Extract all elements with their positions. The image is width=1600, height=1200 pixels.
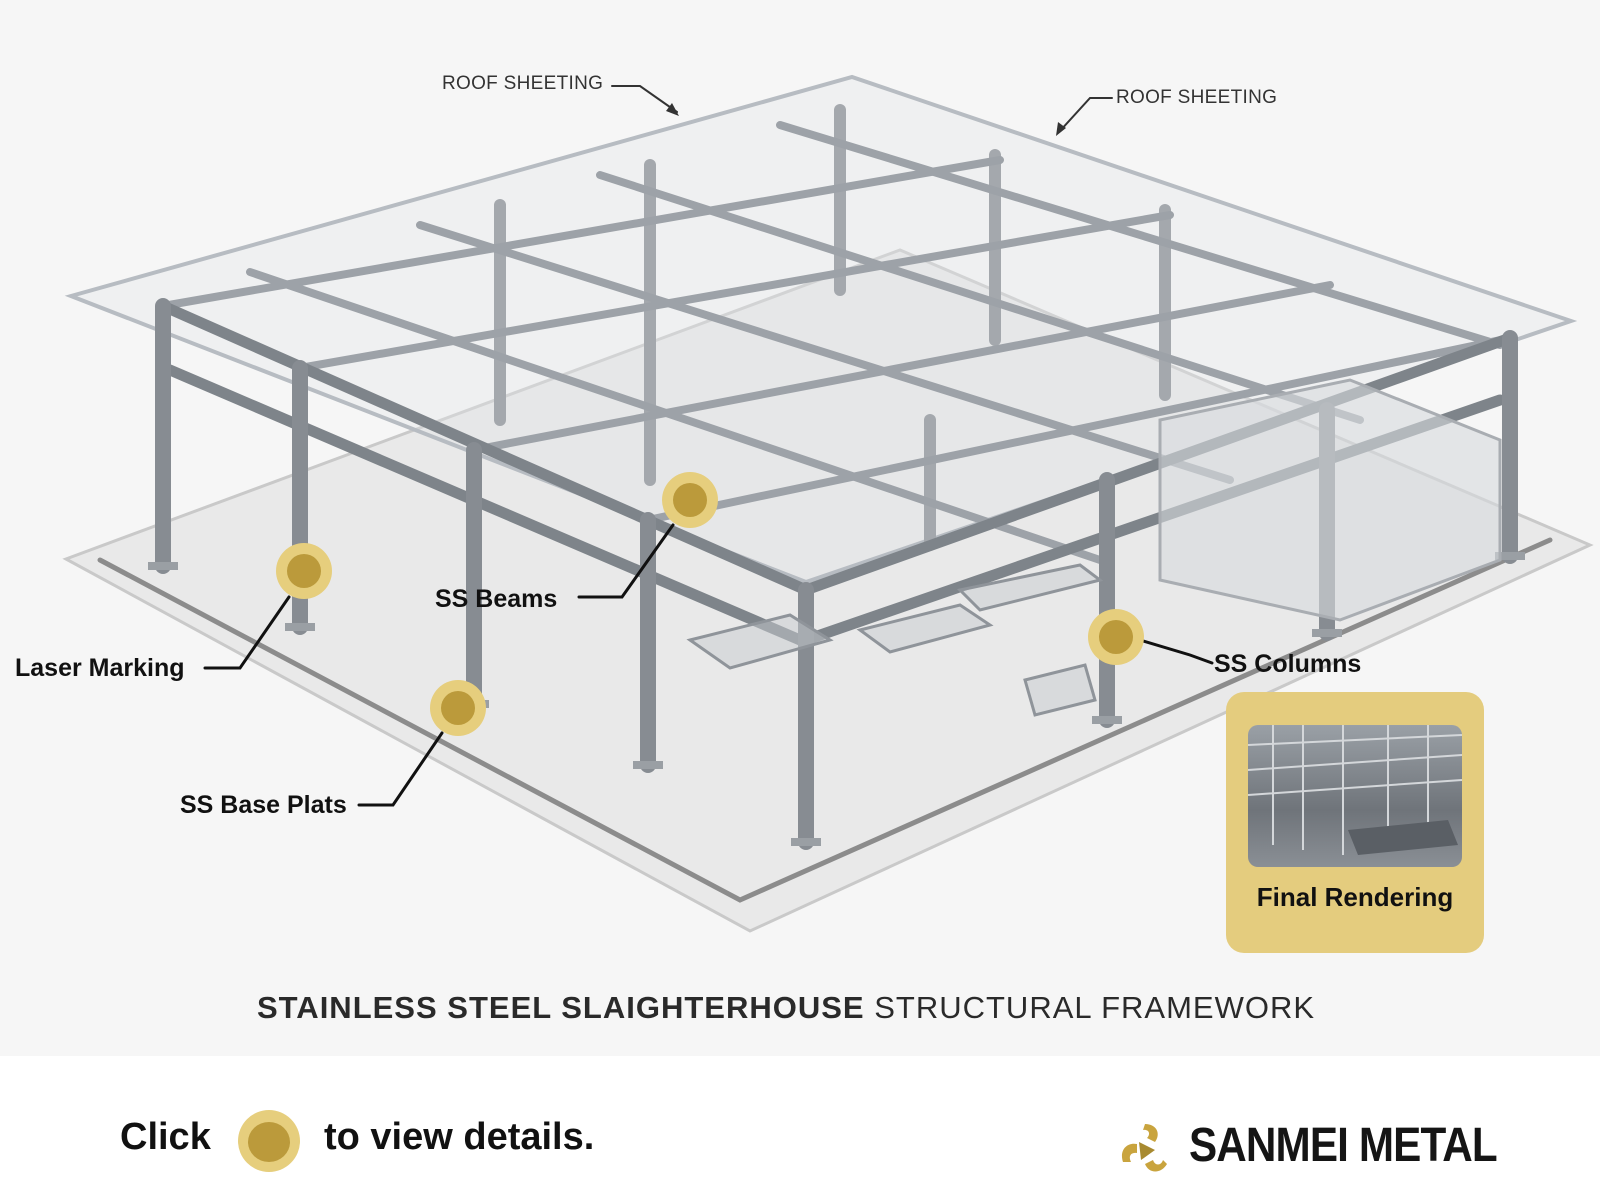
final-rendering-thumbnail (1248, 725, 1462, 867)
leader-ss-beams (577, 523, 675, 599)
brand-name: SANMEI METAL (1189, 1119, 1498, 1172)
hotspot-dot (441, 691, 475, 725)
framework-diagram: ROOF SHEETING ROOF SHEETING Laser Markin… (15, 73, 1594, 1026)
roof-sheeting-label-right: ROOF SHEETING (1116, 87, 1278, 108)
roof-arrow-right (1058, 97, 1113, 133)
hotspot-ss-beams[interactable] (662, 472, 718, 528)
building-framework-illustration (62, 74, 1594, 933)
title-regular-part: STRUCTURAL FRAMEWORK (874, 990, 1316, 1025)
hotspot-ss-base-plates[interactable] (430, 680, 486, 736)
hotspot-legend-icon (238, 1110, 300, 1172)
hotspot-dot (287, 554, 321, 588)
hint-view-details: to view details. (324, 1116, 595, 1158)
callout-ss-base-plates: SS Base Plats (180, 791, 347, 819)
leader-laser-marking (203, 595, 291, 670)
hotspot-dot (1099, 620, 1133, 654)
callout-laser-marking: Laser Marking (15, 654, 185, 682)
title-bold-part: STAINLESS STEEL SLAIGHTERHOUSE (257, 990, 865, 1025)
hotspot-dot (673, 483, 707, 517)
diagram-title: STAINLESS STEEL SLAIGHTERHOUSE STRUCTURA… (257, 990, 1315, 1026)
roof-arrow-left (611, 85, 678, 113)
callout-ss-beams: SS Beams (435, 585, 558, 613)
callout-ss-columns: SS Columns (1214, 650, 1362, 678)
final-rendering-label: Final Rendering (1256, 882, 1454, 912)
leader-ss-columns (1138, 638, 1214, 665)
hint-click: Click (120, 1116, 211, 1158)
hotspot-ss-columns[interactable] (1088, 609, 1144, 665)
leader-ss-base-plates (357, 731, 444, 807)
sanmei-logo-icon (1121, 1124, 1167, 1172)
drain-channel (97, 537, 1553, 903)
hotspot-laser-marking[interactable] (276, 543, 332, 599)
final-rendering-card[interactable]: Final Rendering (1226, 692, 1484, 953)
roof-sheeting-label-left: ROOF SHEETING (442, 73, 604, 94)
